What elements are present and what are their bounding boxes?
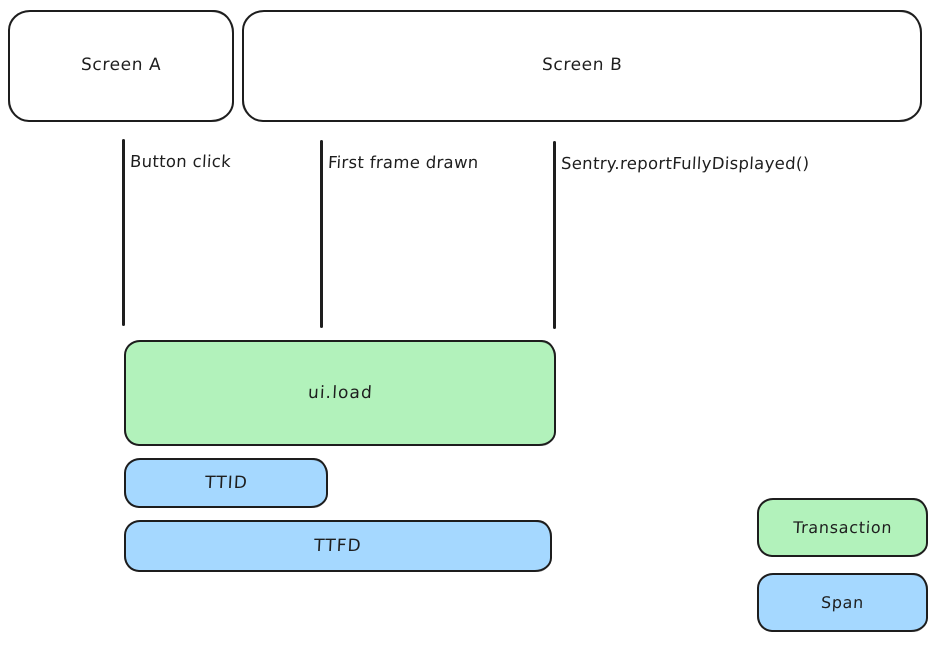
event-marker-line-button-click [122,139,125,326]
event-label-first-frame-drawn: First frame drawn [327,153,480,172]
bar-ui-load-label: ui.load [307,383,373,403]
event-marker-line-first-frame-drawn [320,140,323,328]
legend-label-transaction: Transaction [792,518,893,537]
event-label-report-fully-displayed: Sentry.reportFullyDisplayed() [560,154,810,173]
screen-box-a-label: Screen A [80,55,162,76]
screen-box-b-label: Screen B [541,55,623,76]
bar-ttfd[interactable]: TTFD [124,520,552,572]
bar-ttfd-label: TTFD [313,536,363,556]
legend-swatch-span[interactable]: Span [757,573,928,632]
screen-box-a[interactable]: Screen A [8,10,234,122]
bar-ttid-label: TTID [203,473,249,493]
event-marker-line-report-fully-displayed [553,141,556,329]
bar-ui-load[interactable]: ui.load [124,340,556,446]
event-label-button-click: Button click [129,152,232,171]
screen-box-b[interactable]: Screen B [242,10,922,122]
legend-swatch-transaction[interactable]: Transaction [757,498,928,557]
bar-ttid[interactable]: TTID [124,458,328,508]
legend-label-span: Span [820,593,865,612]
